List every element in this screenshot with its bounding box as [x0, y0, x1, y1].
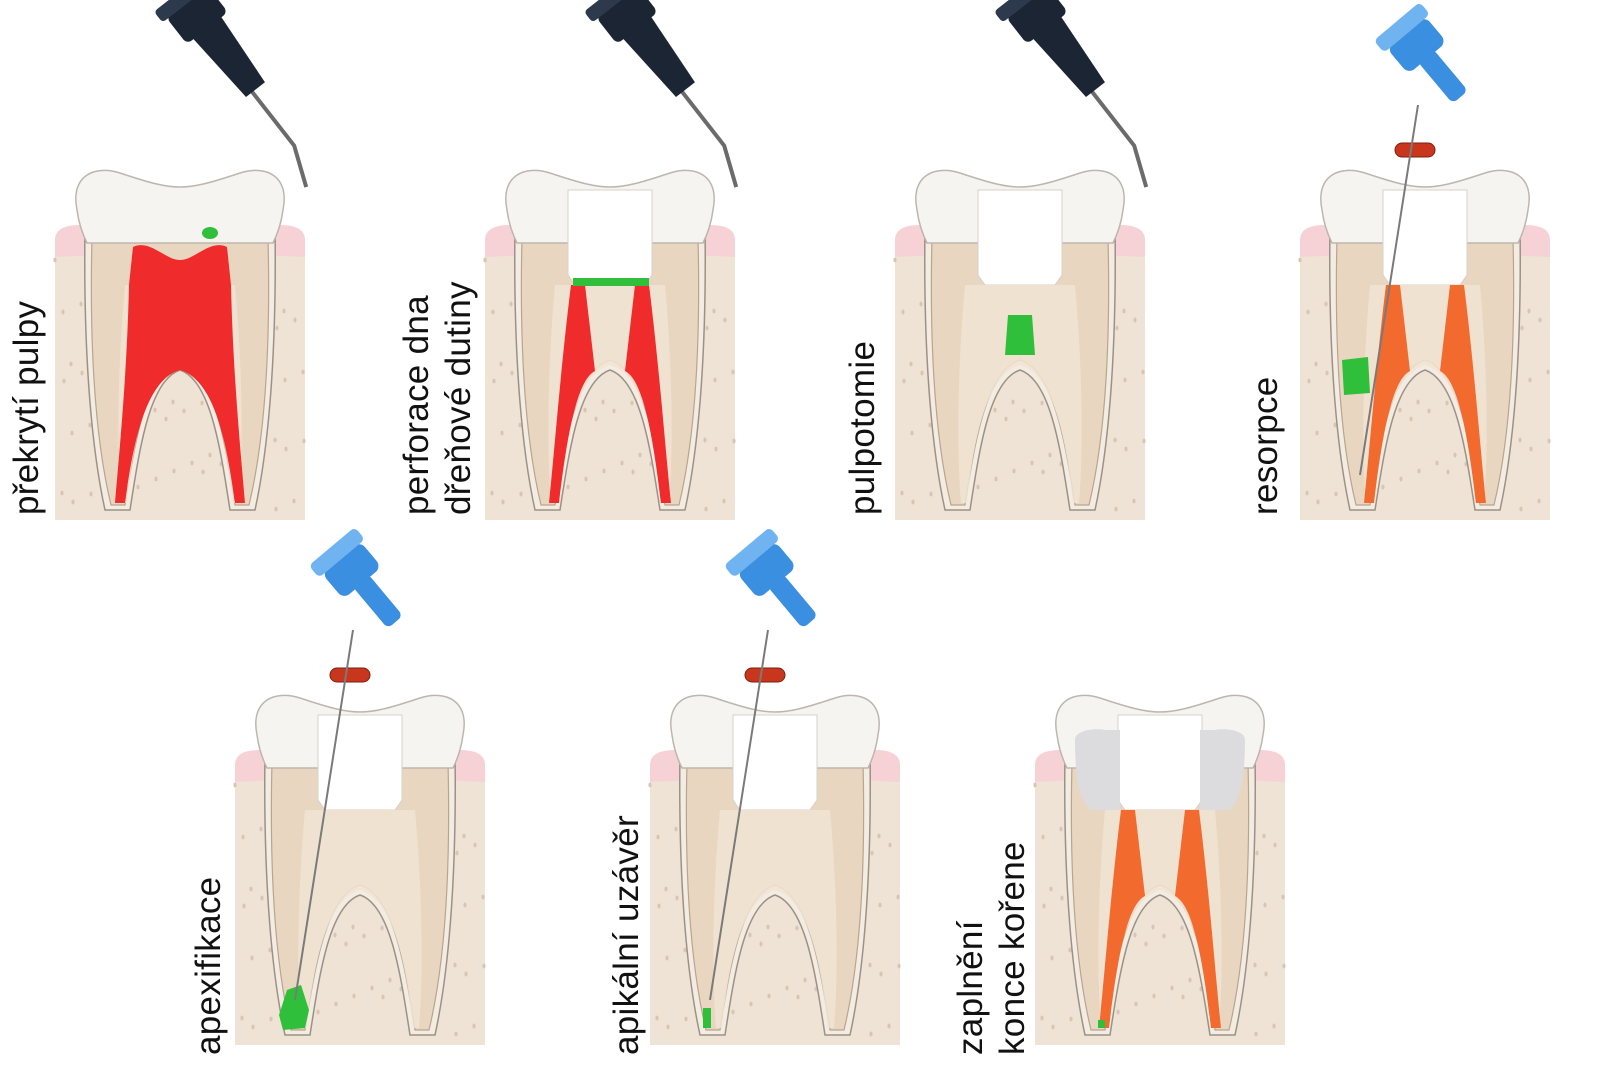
canal-left	[1364, 285, 1410, 503]
pulp-tissue	[115, 245, 245, 503]
access-cavity	[1117, 714, 1203, 811]
label-line: pulpotomie	[843, 340, 882, 515]
temporary-filling-right	[1200, 729, 1245, 810]
mta-material	[573, 278, 649, 286]
canal-space	[713, 810, 837, 1028]
label-p3: pulpotomie	[842, 341, 884, 515]
label-line: zaplnění	[951, 920, 990, 1055]
applicator-syringe-icon	[155, 0, 309, 188]
canal-space	[958, 285, 1082, 503]
mta-material	[1005, 315, 1035, 355]
endodontic-file-icon	[294, 529, 401, 1001]
label-line: apikální uzávěr	[607, 815, 646, 1055]
label-line: apexifikace	[189, 876, 228, 1055]
label-line: konce kořene	[993, 841, 1032, 1055]
access-cavity	[317, 714, 403, 811]
canal-right	[1440, 285, 1486, 503]
access-cavity	[732, 714, 818, 811]
canal-right	[1175, 810, 1221, 1028]
label-line: perforace dna	[397, 295, 436, 515]
tooth-diagram-p3	[893, 0, 1149, 520]
mta-material	[279, 985, 309, 1030]
endodontic-file-icon	[709, 529, 816, 1001]
label-p1: překrytí pulpy	[6, 301, 48, 515]
label-p5: apexifikace	[188, 877, 230, 1055]
applicator-syringe-icon	[585, 0, 739, 188]
canal-left	[549, 285, 595, 503]
tooth-diagram-p5	[233, 529, 486, 1045]
tooth-diagram-p4	[1298, 4, 1551, 520]
endodontic-file-icon	[1359, 4, 1466, 476]
access-cavity	[567, 189, 653, 286]
label-p6: apikální uzávěr	[606, 815, 648, 1055]
mta-material	[1098, 1020, 1105, 1028]
access-cavity	[977, 189, 1063, 286]
mta-material	[202, 227, 218, 239]
tooth-diagram-p6	[648, 529, 901, 1045]
access-cavity	[1382, 189, 1468, 286]
temporary-filling-left	[1075, 729, 1120, 810]
canal-left	[1099, 810, 1145, 1028]
tooth-diagram-p7	[1033, 694, 1286, 1045]
tooth-diagram-p1	[53, 0, 309, 520]
canal-space	[298, 810, 422, 1028]
applicator-syringe-icon	[995, 0, 1149, 188]
canal-right	[625, 285, 671, 503]
mta-material	[1342, 357, 1370, 395]
enamel-crown	[75, 169, 285, 244]
label-line: překrytí pulpy	[7, 300, 46, 515]
label-line: dřeňové dutiny	[439, 281, 478, 515]
tooth-diagram-p2	[483, 0, 739, 520]
mta-material	[703, 1008, 711, 1028]
